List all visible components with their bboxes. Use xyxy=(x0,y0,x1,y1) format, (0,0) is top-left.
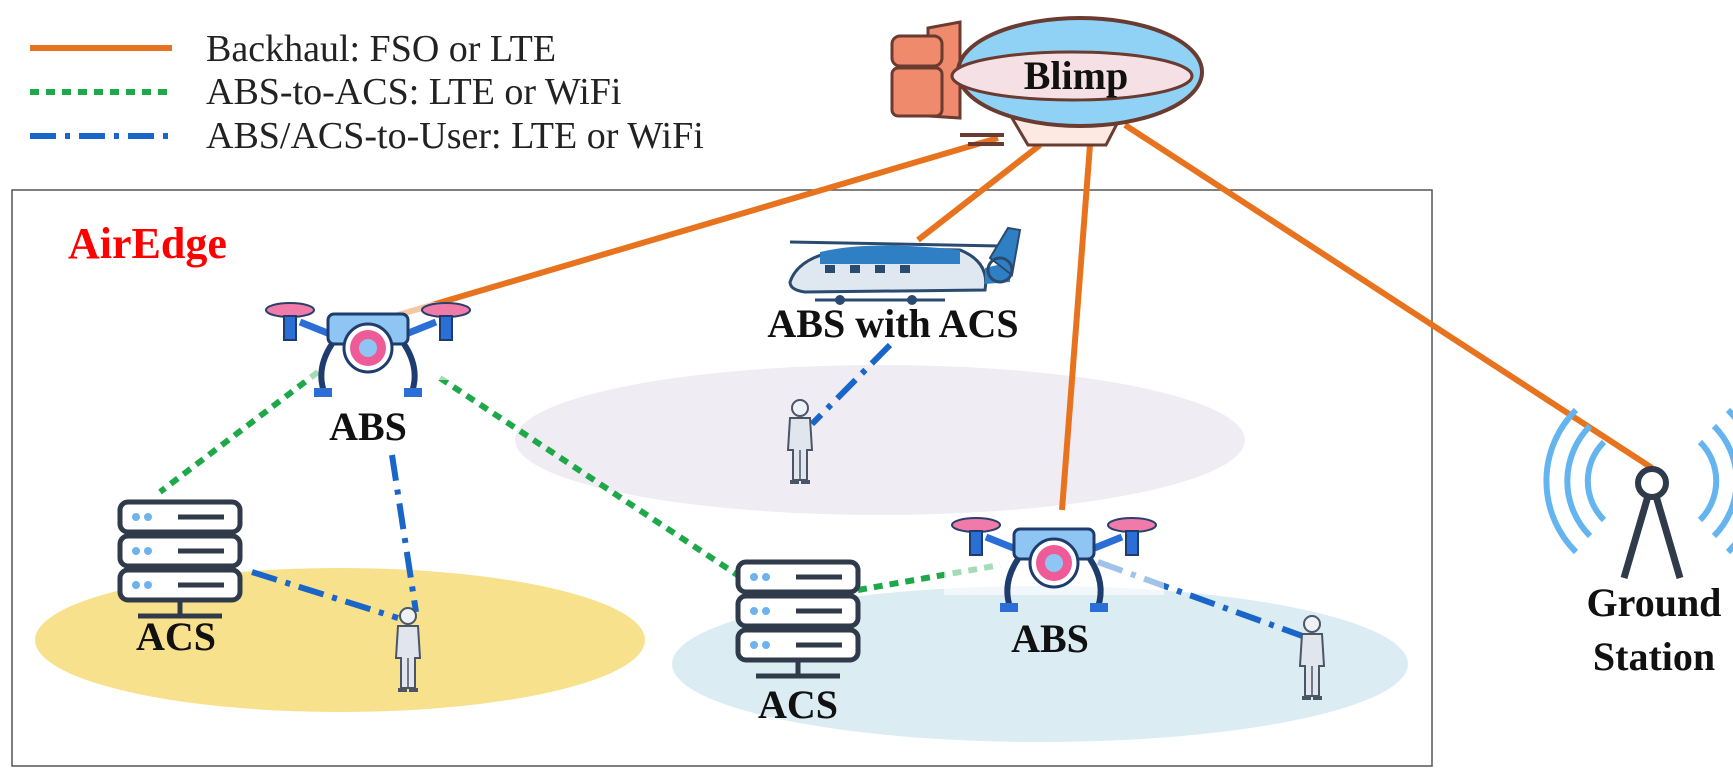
acs-mid-server-icon xyxy=(738,562,858,676)
legend-abs-to-acs-text: ABS-to-ACS: LTE or WiFi xyxy=(206,71,621,113)
ground-station-icon xyxy=(1543,407,1733,579)
blimp-label: Blimp xyxy=(1024,53,1128,98)
coverage-area-left xyxy=(35,568,645,712)
backhaul-link-abs-right xyxy=(1059,144,1093,511)
airedge-region-border xyxy=(11,189,1433,767)
backhaul-link-abs-left xyxy=(387,135,999,321)
user-link-helicopter xyxy=(809,342,893,427)
legend-backhaul-text: Backhaul: FSO or LTE xyxy=(206,28,556,70)
backhaul-links xyxy=(387,122,1654,511)
coverage-area-top xyxy=(515,365,1245,515)
airedge-title: AirEdge xyxy=(68,219,227,268)
ground-station-label-line2: Station xyxy=(1593,634,1715,679)
legend-user-link-text: ABS/ACS-to-User: LTE or WiFi xyxy=(206,115,704,157)
helicopter-icon xyxy=(788,226,1022,305)
abs-with-acs-label: ABS with ACS xyxy=(767,301,1018,346)
abs-acs-link-middle xyxy=(438,375,750,585)
acs-left-server-icon xyxy=(120,502,240,616)
abs-acs-link-left xyxy=(158,369,320,495)
acs-mid-label: ACS xyxy=(758,682,838,727)
backhaul-link-ground-station xyxy=(1123,122,1654,471)
ground-station-label-line1: Ground xyxy=(1587,580,1722,625)
acs-left-label: ACS xyxy=(136,614,216,659)
legend: Backhaul: FSO or LTE ABS-to-ACS: LTE or … xyxy=(30,28,704,157)
user-link-acs-left xyxy=(251,569,399,621)
blimp-icon xyxy=(890,16,1204,147)
abs-right-label: ABS xyxy=(1011,616,1089,661)
abs-left-label: ABS xyxy=(329,404,407,449)
backhaul-link-helicopter xyxy=(916,142,1042,243)
